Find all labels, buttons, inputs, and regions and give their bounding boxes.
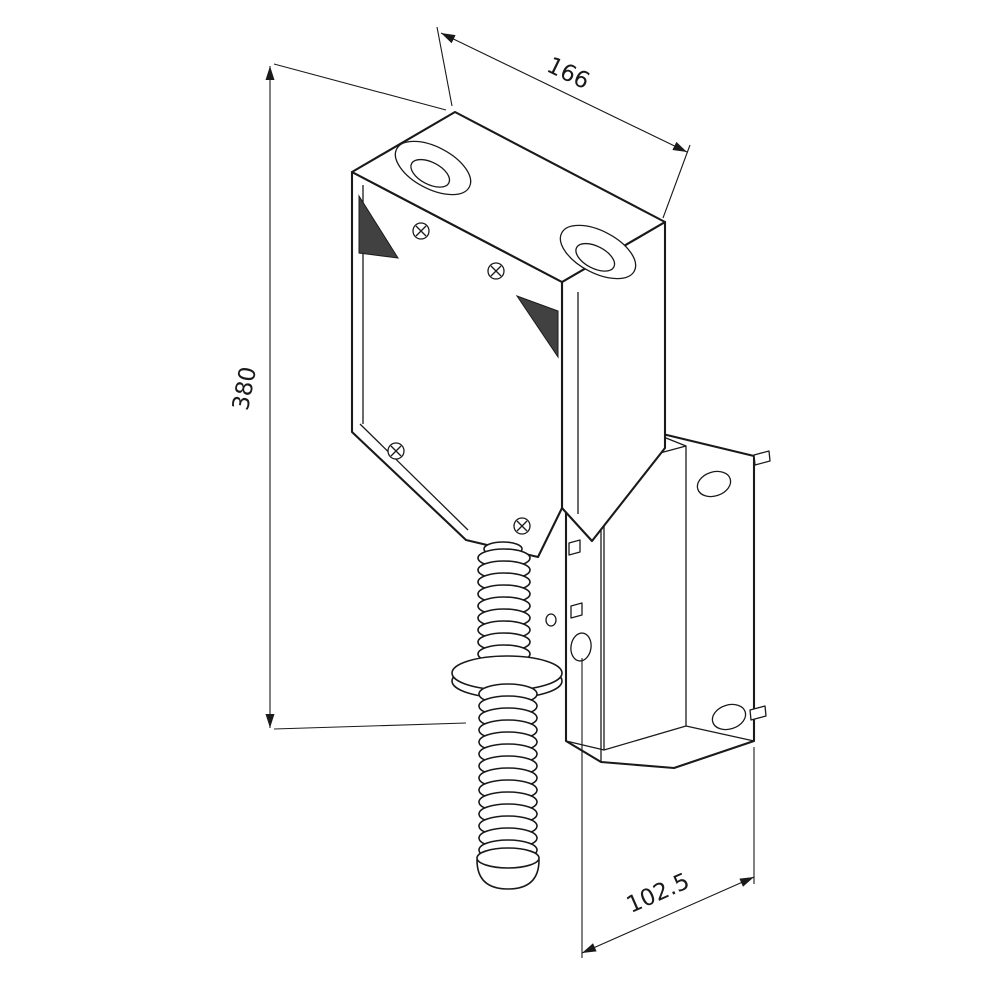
housing-slot-left (358, 194, 399, 259)
housing (350, 110, 667, 627)
front-screw-1 (412, 222, 430, 240)
dimension-width: 166 (436, 26, 691, 219)
bracket-oval-hole (570, 632, 592, 662)
front-screw-4 (513, 517, 531, 535)
dimension-depth-label: 102.5 (623, 868, 694, 918)
spring-tip (476, 847, 540, 890)
counterbore-hole-left (394, 140, 472, 196)
bracket-hole-top (696, 470, 732, 498)
dimension-height-label: 380 (228, 365, 262, 413)
counterbore-hole-right (559, 224, 637, 280)
bracket-screw-top (753, 450, 771, 466)
housing-slot-center (515, 295, 559, 359)
coil-spring (451, 541, 563, 890)
dimension-width-label: 166 (543, 52, 594, 95)
front-screw-2 (487, 262, 505, 280)
bracket-hole-bottom (711, 703, 747, 731)
front-screw-3 (387, 442, 405, 460)
bracket-screw-bottom (749, 705, 767, 721)
